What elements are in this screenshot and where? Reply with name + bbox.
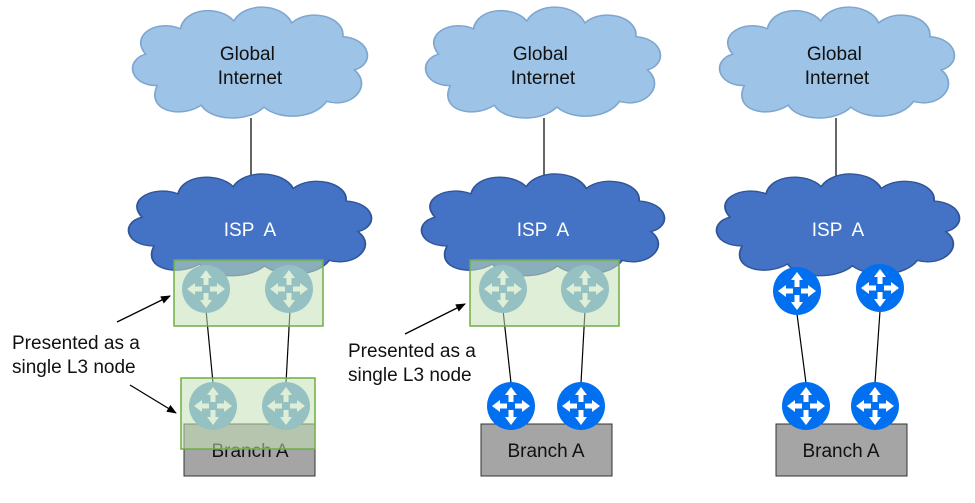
single-node-note-middle: Presented as a single L3 node	[348, 340, 476, 388]
isp-label: ISP A	[224, 220, 277, 241]
panel-1: Global Internet ISP A Branch A	[116, 6, 373, 477]
note-line-2: single L3 node	[12, 357, 136, 378]
note-line-1: Presented as a	[348, 341, 476, 362]
branch-box	[480, 423, 613, 477]
global-internet-label: Global Internet	[805, 44, 870, 89]
note-line-1: Presented as a	[12, 333, 140, 354]
annotation-arrow-bottom	[129, 384, 177, 414]
branch-label: Branch A	[507, 441, 584, 462]
link-router-right	[874, 310, 881, 384]
single-node-group-bottom	[180, 377, 316, 450]
branch-label: Branch A	[802, 441, 879, 462]
global-internet-label: Global Internet	[511, 44, 576, 89]
single-node-note-left: Presented as a single L3 node	[12, 332, 140, 380]
router-bottom-right	[851, 382, 899, 430]
link-router-left	[796, 313, 807, 384]
router-bottom-right	[557, 382, 605, 430]
branch-box	[775, 423, 908, 477]
note-line-2: single L3 node	[348, 365, 472, 386]
router-bottom-left	[782, 382, 830, 430]
global-internet-label: Global Internet	[218, 44, 283, 89]
annotation-arrow-top	[404, 303, 466, 335]
isp-label: ISP A	[517, 220, 570, 241]
router-bottom-left	[487, 382, 535, 430]
single-node-group-top	[469, 259, 620, 327]
router-top-left	[773, 267, 821, 315]
isp-label: ISP A	[812, 220, 865, 241]
single-node-group-top	[173, 259, 324, 327]
panel-2: Global Internet ISP A Branch A	[404, 6, 666, 477]
router-top-right	[856, 264, 904, 312]
annotation-arrow-top	[116, 295, 171, 323]
panel-3: Global Internet ISP A Branch A	[715, 6, 961, 477]
